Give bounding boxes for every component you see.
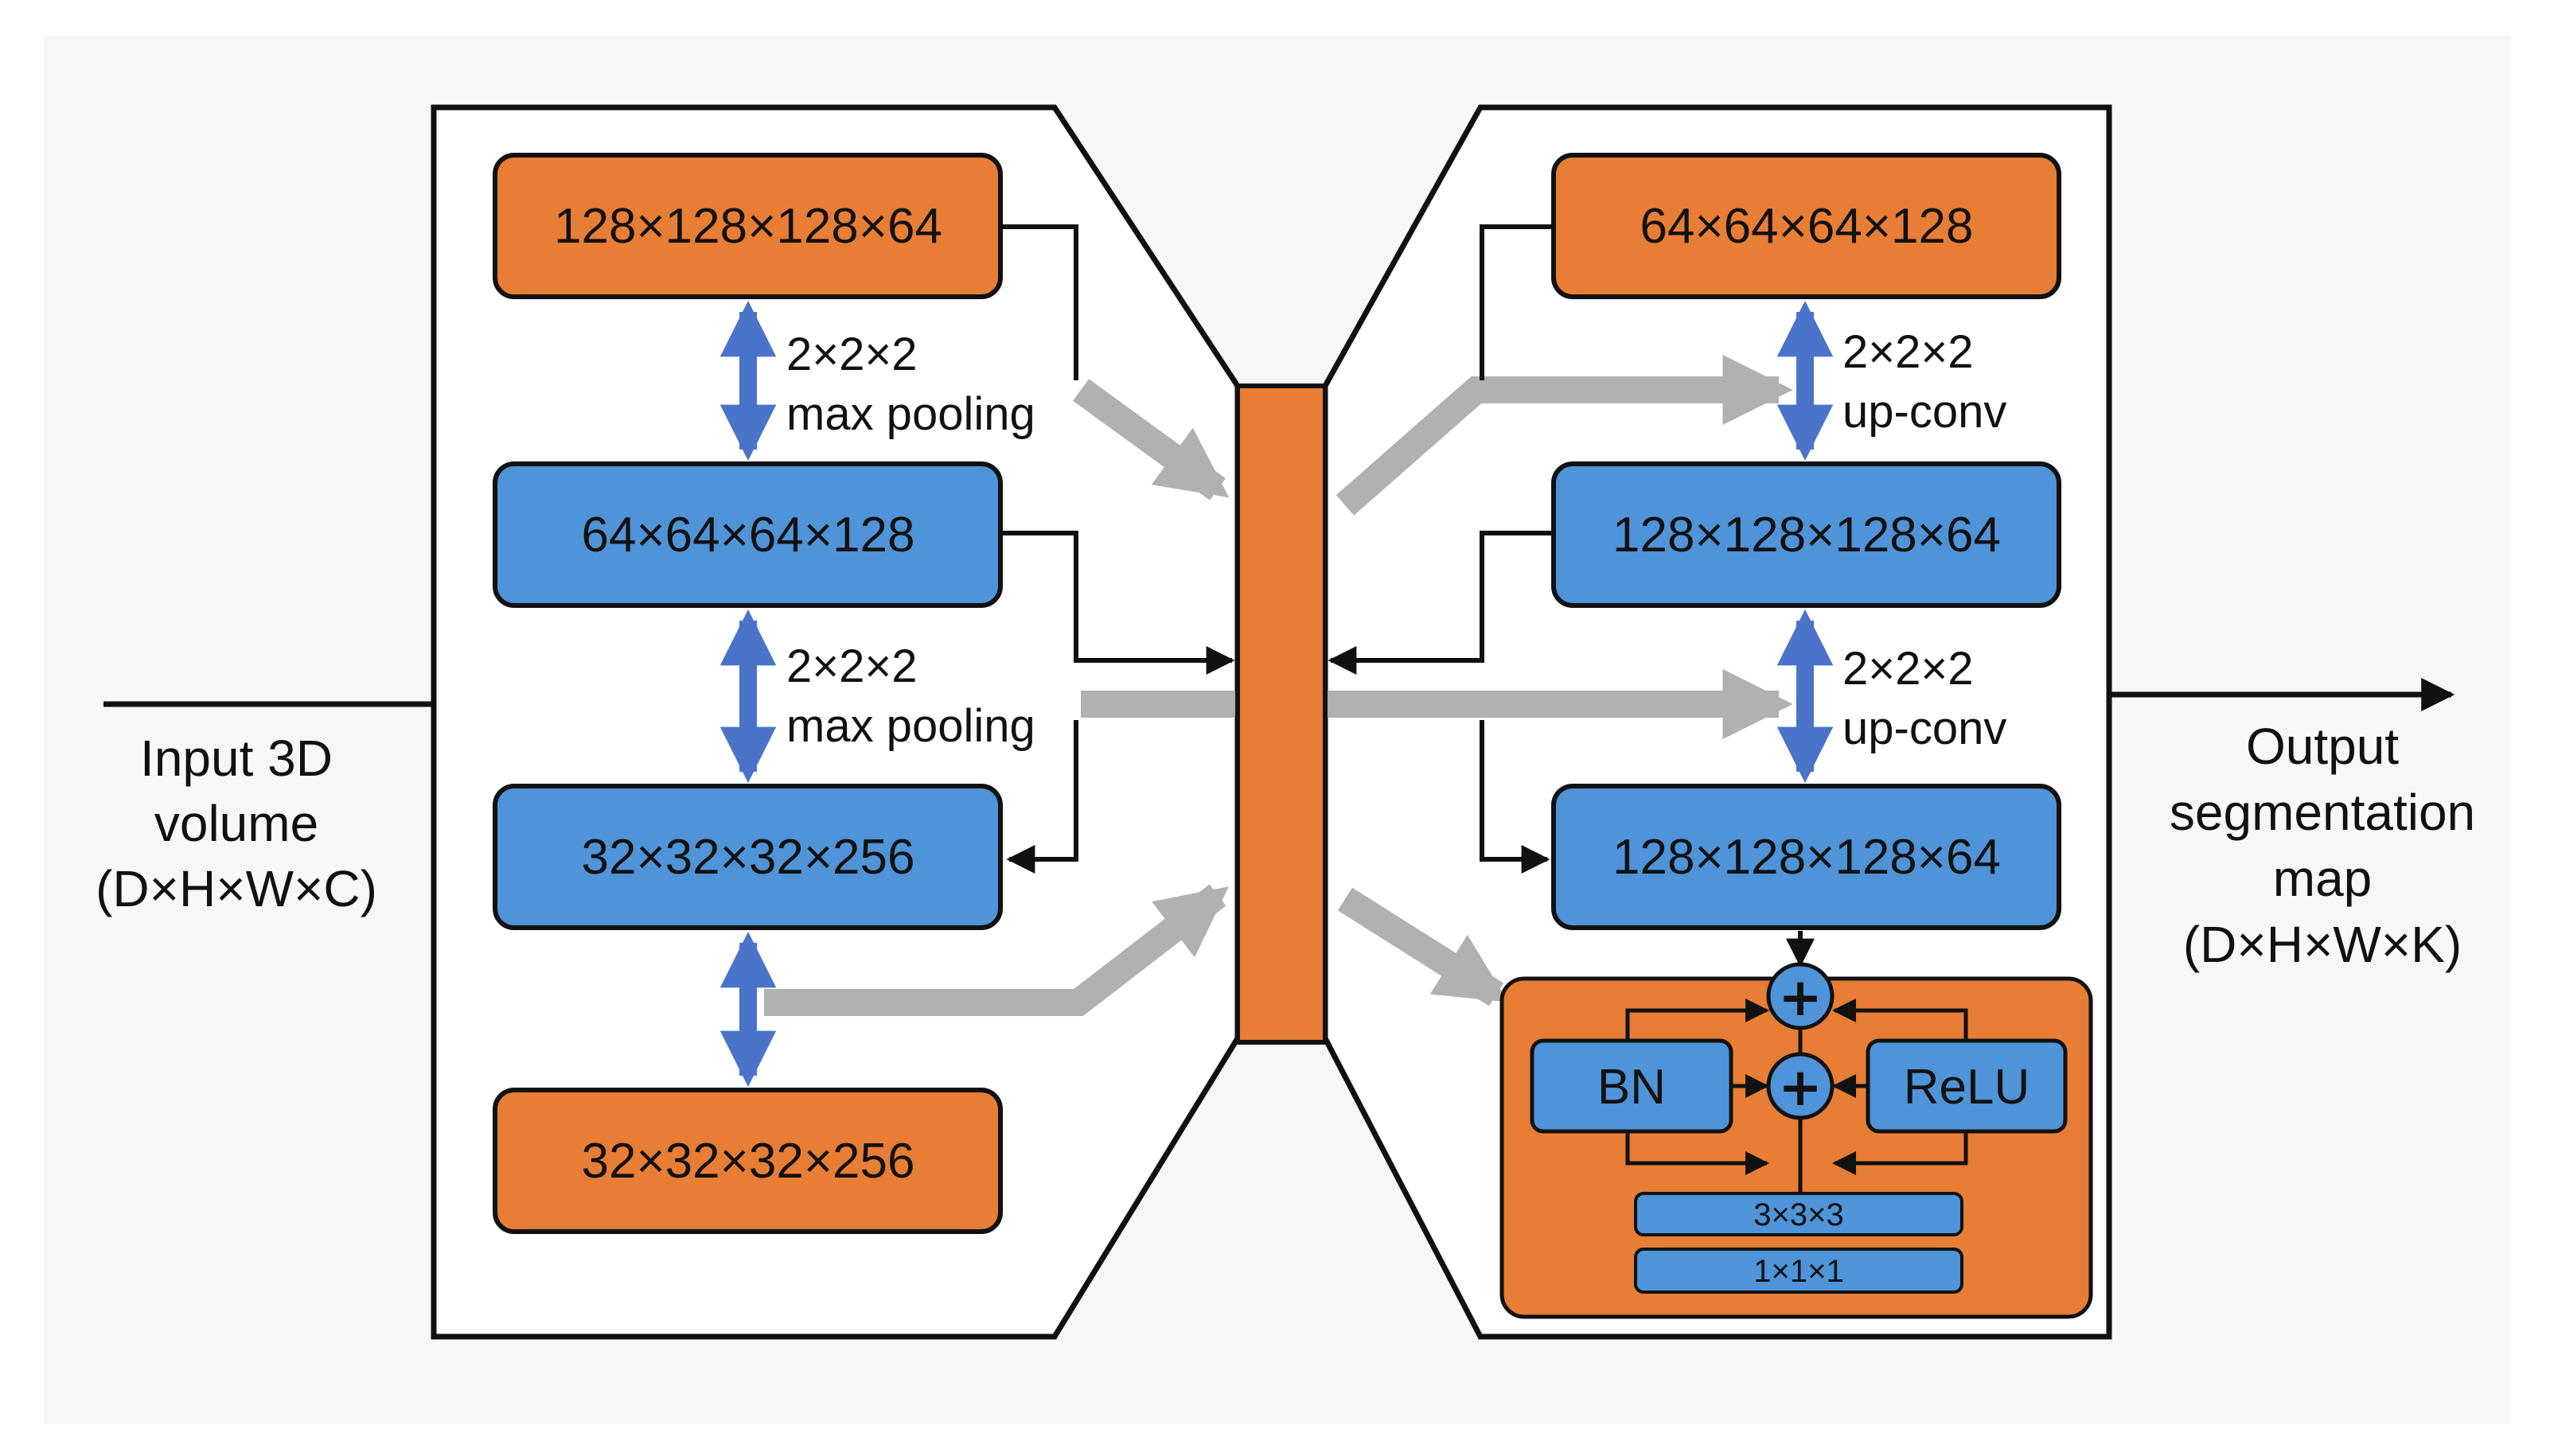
encoder-block-4-label: 32×32×32×256 (582, 1134, 915, 1189)
encoder-op-1-line-1: 2×2×2 (786, 329, 918, 380)
encoder-block-4: 32×32×32×256 (493, 1088, 1003, 1234)
conv-1x1x1-label: 1×1×1 (1753, 1254, 1843, 1289)
residual-connectors (1625, 999, 1968, 1193)
skip-enc2-bottleneck (999, 531, 1235, 675)
skip-connections (999, 224, 1815, 967)
output-label-line-3: map (2273, 850, 2373, 907)
decoder-block-3: 128×128×128×64 (1551, 784, 2061, 930)
plus-node-top-symbol: + (1778, 967, 1822, 1028)
decoder-block-3-label: 128×128×128×64 (1612, 830, 2001, 885)
output-label-line-1: Output (2246, 718, 2399, 775)
decoder-op-1-line-2: up-conv (1842, 386, 2006, 438)
conv-3x3x3-label: 3×3×3 (1753, 1197, 1843, 1232)
decoder-op-2-line-2: up-conv (1842, 703, 2006, 754)
gray-arrow-enc-top (1073, 379, 1230, 500)
encoder-op-2-line-2: max pooling (786, 700, 1035, 752)
relu-label: ReLU (1904, 1060, 2030, 1115)
gray-arrow-dec-bottom (1337, 887, 1508, 1006)
decoder-op-2-line-1: 2×2×2 (1842, 643, 1974, 695)
bn-label: BN (1597, 1060, 1666, 1115)
encoder-op-1-line-2: max pooling (786, 388, 1035, 440)
gray-connection-arrows (764, 354, 1793, 1016)
conv-1x1x1-box: 1×1×1 (1634, 1248, 1963, 1294)
residual-block: + + BN ReLU 3×3×3 1×1×1 (1499, 962, 2093, 1319)
conv-3x3x3-box: 3×3×3 (1634, 1192, 1963, 1236)
skip-to-enc3 (1006, 720, 1078, 874)
skip-dec1-left (1480, 224, 1556, 380)
encoder-block-2: 64×64×64×128 (493, 461, 1003, 608)
plus-node-top: + (1766, 962, 1835, 1030)
input-label-line-2: volume (154, 795, 318, 852)
output-label-line-4: (D×H×W×K) (2183, 916, 2462, 973)
output-label-line-2: segmentation (2170, 784, 2475, 841)
decoder-block-2-label: 128×128×128×64 (1612, 508, 2001, 563)
encoder-op-2-line-1: 2×2×2 (786, 640, 918, 692)
encoder-block-3-label: 32×32×32×256 (582, 830, 915, 885)
skip-to-dec3 (1480, 720, 1550, 874)
encoder-block-1: 128×128×128×64 (493, 153, 1003, 299)
decoder-block-1: 64×64×64×128 (1551, 153, 2061, 299)
bottleneck-bar (1235, 383, 1328, 1045)
decoder-block-2: 128×128×128×64 (1551, 461, 2061, 608)
input-label-line-1: Input 3D (140, 730, 333, 787)
plus-node-middle: + (1766, 1052, 1835, 1120)
plus-node-middle-symbol: + (1778, 1057, 1822, 1118)
encoder-block-3: 32×32×32×256 (493, 784, 1003, 930)
encoder-block-2-label: 64×64×64×128 (582, 508, 915, 563)
bn-box: BN (1530, 1038, 1733, 1134)
skip-enc1-down (999, 224, 1078, 380)
decoder-op-1-line-1: 2×2×2 (1842, 326, 1974, 378)
skip-dec2-bottleneck (1328, 531, 1556, 675)
relu-box: ReLU (1866, 1038, 2068, 1134)
decoder-block-1-label: 64×64×64×128 (1640, 199, 1974, 254)
input-label-line-3: (D×H×W×C) (96, 860, 377, 917)
gray-arrow-enc-bottom (764, 884, 1229, 1016)
encoder-block-1-label: 128×128×128×64 (554, 199, 942, 254)
gray-arrow-dec-top (1335, 354, 1793, 516)
